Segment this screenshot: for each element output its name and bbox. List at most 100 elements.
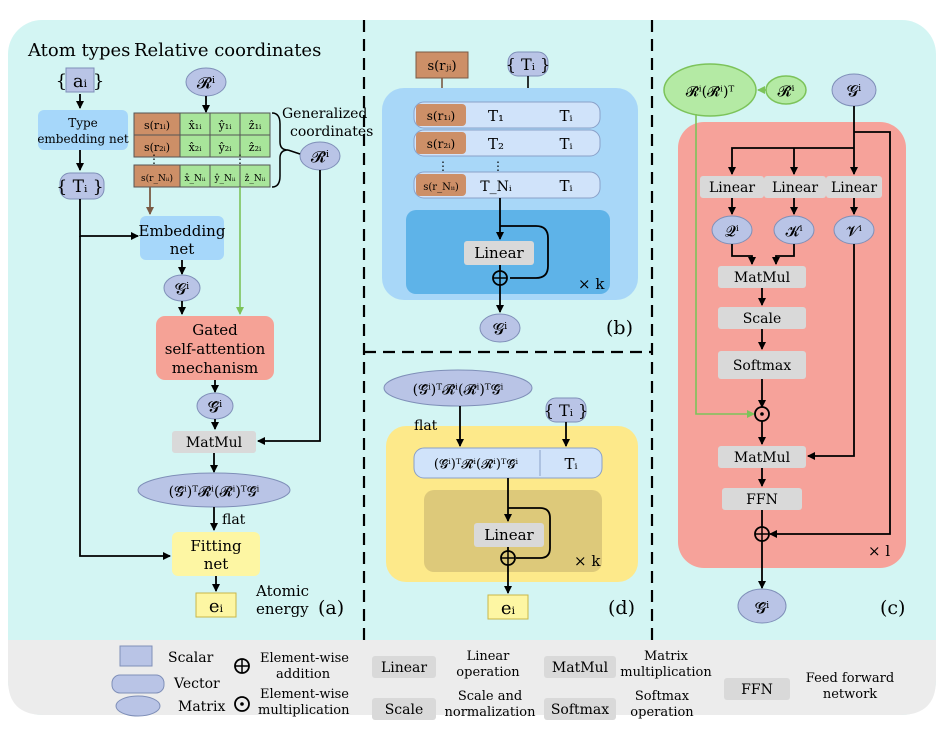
c-q-label: 𝓠ⁱ [725,222,739,240]
c-linear-q-label: Linear [709,180,755,196]
legend-softmax-desc1: Softmax [635,689,690,704]
b-times-k: × k [578,275,605,293]
c-scale [718,307,806,329]
panel-c: 𝓡̂ⁱ(𝓡̂ⁱ)ᵀ 𝓡̂ⁱ 𝓖ⁱ Linear Linear Linear 𝓠ⁱ… [663,63,906,624]
panel-d: (𝓖̂ⁱ)ᵀ𝓡̃ⁱ(𝓡̃ⁱ)ᵀ𝓖̇ⁱ { Tᵢ } flat (𝓖̂ⁱ)ᵀ𝓡̃ⁱ… [383,369,638,620]
e-i-label: eᵢ [209,596,224,617]
b-row2-s: s(r₂ᵢ) [427,137,455,151]
legend-softmax-desc2: operation [630,705,694,720]
t-i-label: { Tᵢ } [56,177,103,197]
d-matrix-expr [383,369,533,407]
legend-matmul-desc1: Matrix [644,649,689,664]
b-linear-label: Linear [474,244,524,262]
fitting-line1: Fitting [190,537,242,555]
g-i-label: 𝓖ⁱ [175,279,189,298]
b-skip [500,225,549,279]
b-row1-ti: Tᵢ [559,107,572,125]
d-ti-label: { Tᵢ } [544,401,588,420]
legend-vector-label: Vector [173,676,220,692]
brace-to-rtilde [287,149,301,155]
b-dots2: ⋮ [492,159,504,173]
cell-x1: x̂₁ᵢ [189,119,203,132]
c-linear-k [764,176,826,198]
coordinate-table: s(r₁ᵢ) x̂₁ᵢ ŷ₁ᵢ ẑ₁ᵢ s(r₂ᵢ) x̂₂ᵢ ŷ₂ᵢ ẑ₂ᵢ … [133,112,271,188]
gated-line2: self-attention [165,340,266,358]
legend-matmul-desc2: multiplication [620,665,712,680]
cell-s2: s(r₂ᵢ) [144,141,170,154]
b-ti-label: { Tᵢ } [506,55,550,74]
atom-types-title: Atom types [27,40,130,61]
arrow-ti-fitting [79,236,171,560]
atomic-line2: energy [256,600,309,618]
flat-label-a: flat [222,512,246,528]
c-rhat-label: 𝓡̂ⁱ [777,82,794,100]
c-g-label: 𝓖ⁱ [847,81,861,100]
c-scale-label: Scale [743,311,782,327]
s-rji-label: s(rⱼᵢ) [427,59,456,74]
type-embedding-net [38,110,128,150]
d-row-t: Tᵢ [564,455,577,473]
legend-add-line2: addition [276,667,331,682]
ellipsis-dots-2: ⋮ [234,152,246,166]
cell-y2: ŷ₂ᵢ [218,141,233,154]
legend-scale-box [372,698,436,720]
arrow-rtilde-matmul [257,170,321,445]
r-i-label: 𝓡ⁱ [197,73,215,92]
cell-y1: ŷ₁ᵢ [218,119,233,132]
c-linear-v [826,176,882,198]
b-linear-box [464,241,534,265]
ellipsis-dots: ⋮ [148,152,160,166]
cell-z2: ẑ₂ᵢ [249,141,262,154]
c-matmul-1 [718,266,806,288]
b-row3-s: s(r_Nᵢᵢ) [423,182,459,193]
generalized-line1: Generalized [282,106,367,122]
d-row-expr: (𝓖̂ⁱ)ᵀ𝓡̃ⁱ(𝓡̃ⁱ)ᵀ𝓖̇ⁱ [434,457,519,472]
legend-scalar-shape [119,645,153,667]
b-row2-ti: Tᵢ [559,135,572,153]
legend-add-line1: Element-wise [260,651,349,666]
legend-mul-line2: multiplication [258,703,350,718]
c-k-label: 𝓚ⁱ [786,222,803,240]
legend-scale-desc1: Scale and [458,689,522,704]
legend-mul-line1: Element-wise [260,687,349,702]
c-v-label: 𝓥ⁱ [846,222,862,240]
c-rr-label: 𝓡̂ⁱ(𝓡̂ⁱ)ᵀ [686,84,735,100]
c-linear-q [700,176,764,198]
b-g-label: 𝓖ⁱ [493,319,507,338]
gated-line3: mechanism [172,359,258,377]
b-g-matrix [479,313,521,343]
fitting-line2: net [204,555,229,573]
legend: Scalar Vector Matrix Element-wise additi… [111,645,894,720]
d-e-i-scalar [487,594,529,620]
c-linear-v-label: Linear [831,180,877,196]
embedding-line2: net [170,240,195,258]
c-green-path [695,114,755,418]
relative-coordinates-title: Relative coordinates [134,40,321,61]
legend-matmul-box-label: MatMul [552,660,609,676]
cell-xn: x̂_Nᵢᵢ [184,173,205,184]
atomic-line1: Atomic [255,582,309,600]
b-row2-t: T₂ [488,135,504,153]
legend-linear-desc1: Linear [467,649,511,664]
legend-ffn-desc1: Feed forward [806,671,894,686]
c-residual [769,131,891,538]
legend-softmax-box-label: Softmax [551,702,609,718]
legend-ffn-box-label: FFN [741,682,773,698]
legend-matrix-label: Matrix [178,699,225,715]
b-row3-ti: Tᵢ [559,177,572,195]
d-linear-label: Linear [484,526,534,544]
matrix-expr-a-label: (𝓖̂ⁱ)ᵀ𝓡̃ⁱ(𝓡̃ⁱ)ᵀ𝓖̇ⁱ [169,484,260,500]
legend-linear-box-label: Linear [381,660,427,676]
cell-sn: s(r_Nᵢᵢ) [141,173,173,184]
legend-mul-icon [234,696,250,712]
d-times-k: × k [574,552,601,570]
legend-linear-box [372,656,436,678]
d-e-i-label: eᵢ [501,598,516,619]
legend-matrix-shape [115,695,161,717]
legend-ffn-desc2: network [823,687,877,702]
matmul-label-a: MatMul [186,435,243,451]
legend-softmax-box [544,698,616,720]
c-softmax [718,351,806,379]
a-i-scalar [65,67,95,93]
panel-c-label: (c) [880,597,905,619]
